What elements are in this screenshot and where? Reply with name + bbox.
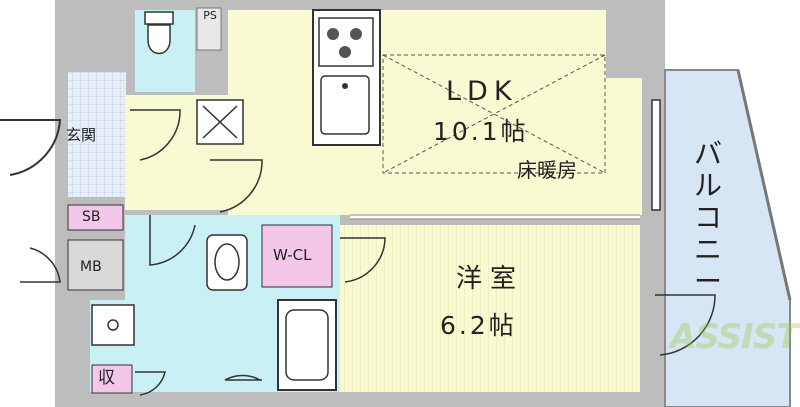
- western-room-floor: [340, 225, 640, 392]
- toilet-icon: [147, 24, 171, 55]
- ldk-floor-ext: [606, 78, 642, 215]
- western-room-size: 6.2帖: [440, 311, 517, 340]
- entrance-label: 玄関: [66, 126, 97, 144]
- bathtub-inner: [285, 309, 329, 381]
- hall-door: [210, 159, 263, 213]
- burner-icon: [339, 46, 351, 58]
- basin-bowl-icon: [214, 243, 240, 281]
- entrance-floor: [68, 72, 126, 197]
- storage-label: 収: [98, 368, 115, 388]
- shoe-box: [67, 204, 124, 231]
- cooktop: [318, 17, 374, 67]
- western-room-label: 洋室: [456, 264, 525, 294]
- toilet-door: [130, 109, 181, 161]
- wash-door: [149, 215, 196, 266]
- balcony-label: バルコニー: [693, 137, 722, 298]
- wcl-door: [340, 237, 386, 283]
- balcony: [664, 69, 791, 407]
- floor-heating-label: 床暖房: [517, 158, 577, 182]
- burner-icon: [327, 28, 339, 40]
- entrance-door: [0, 119, 62, 176]
- faucet-icon: [342, 83, 348, 89]
- ldk-label: LDK: [446, 76, 518, 107]
- vent-icon: [202, 105, 238, 139]
- kitchen-sink: [320, 75, 370, 135]
- meter-box: [67, 239, 124, 291]
- storage-door: [135, 371, 166, 396]
- pipe-space: [196, 7, 222, 51]
- toilet-tank: [144, 11, 174, 25]
- burner-icon: [350, 28, 362, 40]
- bathtub: [277, 299, 337, 391]
- washer-pan: [91, 304, 135, 346]
- wash-basin: [206, 234, 248, 291]
- walk-in-closet: [261, 224, 333, 288]
- balcony-rail: [736, 69, 792, 301]
- ldk-ceiling-cross: [382, 54, 606, 174]
- storage: [91, 364, 133, 394]
- ldk-floor: [228, 10, 606, 215]
- sliding-door-frame: [350, 214, 640, 220]
- ldk-ceiling-box: [382, 54, 606, 174]
- shoe-box-label: SB: [82, 209, 101, 225]
- ldk-window: [651, 99, 661, 211]
- mb-door: [20, 247, 61, 283]
- balcony-door: [655, 294, 716, 356]
- meter-box-label: MB: [80, 259, 102, 275]
- bath-door: [224, 374, 262, 381]
- ldk-size: 10.1帖: [433, 117, 529, 146]
- pipe-space-label: PS: [203, 9, 217, 22]
- walk-in-closet-label: W-CL: [273, 246, 312, 264]
- watermark-logo: ASSIST: [670, 317, 799, 357]
- drain-icon: [107, 319, 119, 331]
